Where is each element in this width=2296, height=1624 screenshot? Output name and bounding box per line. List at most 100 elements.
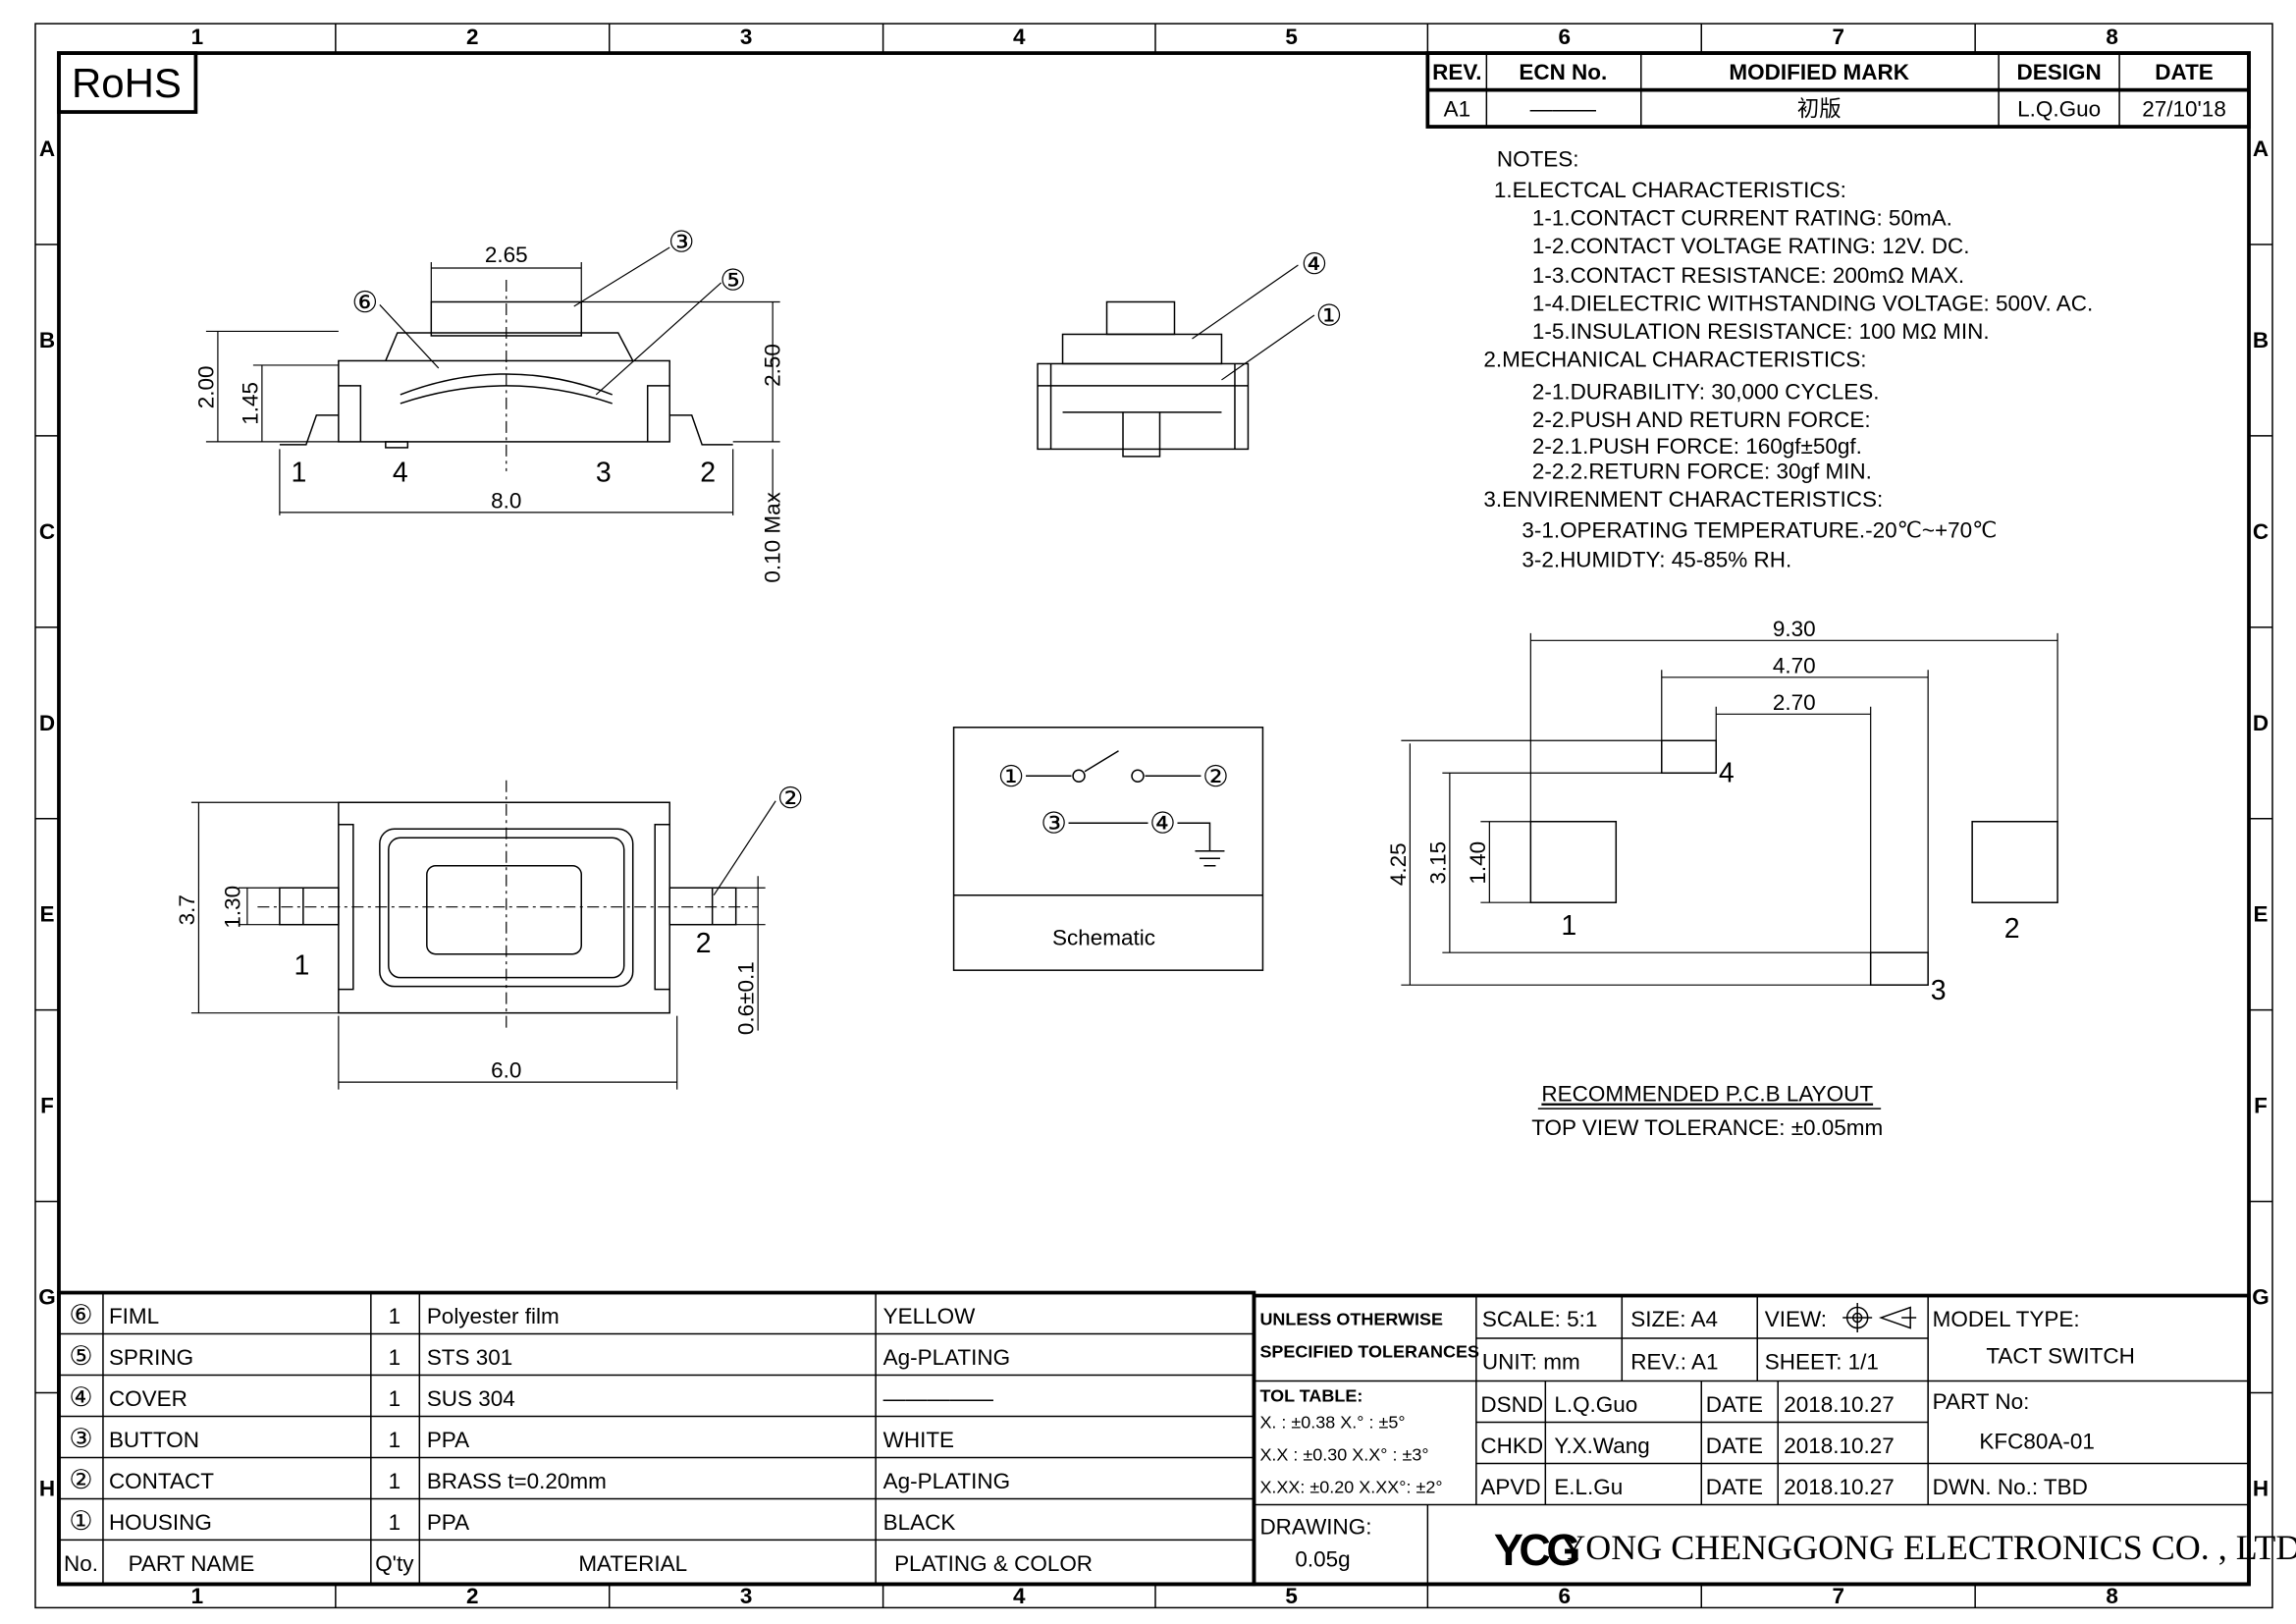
frame-column-marker: 1 xyxy=(191,25,204,49)
signature-cell: 2018.10.27 xyxy=(1784,1392,1895,1417)
frame-column-marker: 2 xyxy=(466,1584,479,1608)
bom-cell: 1 xyxy=(389,1386,401,1411)
schematic-label: Schematic xyxy=(1052,926,1155,950)
pad-label: 3 xyxy=(1931,975,1947,1006)
note-line: 2.MECHANICAL CHARACTERISTICS: xyxy=(1483,347,1866,371)
frame-row-marker: C xyxy=(39,519,55,544)
view-label: VIEW: xyxy=(1765,1307,1827,1331)
bom-cell: 1 xyxy=(389,1304,401,1328)
signature-cell: CHKD xyxy=(1480,1434,1543,1458)
sheet: SHEET: 1/1 xyxy=(1765,1350,1879,1375)
tol-row: X.X : ±0.30 X.X° : ±3° xyxy=(1259,1444,1428,1464)
frame-column-marker: 8 xyxy=(2106,1584,2118,1608)
model-type: TACT SWITCH xyxy=(1986,1344,2135,1369)
drawing-weight: 0.05g xyxy=(1295,1546,1350,1571)
node-4: ④ xyxy=(1149,808,1176,840)
bom-cell: SPRING xyxy=(109,1345,193,1370)
ecn-value: ——— xyxy=(1530,97,1597,122)
dim-label: 1.40 xyxy=(1466,841,1490,885)
bom-cell: FIML xyxy=(109,1304,159,1328)
dim-label: 0.6±0.1 xyxy=(734,961,759,1035)
bom-cell: SUS 304 xyxy=(427,1386,515,1411)
pin-label: 4 xyxy=(393,457,408,488)
bom-header: PLATING & COLOR xyxy=(894,1551,1093,1576)
frame-column-marker: 7 xyxy=(1832,1584,1844,1608)
node-1: ① xyxy=(998,761,1025,793)
bom-cell: WHITE xyxy=(883,1428,954,1452)
bom-cell: HOUSING xyxy=(109,1510,212,1535)
dim-label: 1.45 xyxy=(238,382,262,425)
signature-cell: DSND xyxy=(1480,1392,1543,1417)
modified-mark-header: MODIFIED MARK xyxy=(1729,60,1909,84)
rev-value: A1 xyxy=(1444,97,1471,122)
projection-symbol-icon xyxy=(1842,1303,1917,1333)
pin-label: 1 xyxy=(294,950,309,982)
bom-cell: 1 xyxy=(389,1510,401,1535)
signature-cell: DATE xyxy=(1706,1475,1763,1499)
dim-label: 4.70 xyxy=(1773,653,1816,677)
callout-button: ③ xyxy=(668,226,695,258)
date-value: 27/10'18 xyxy=(2142,97,2226,122)
rev-header: REV. xyxy=(1432,60,1481,84)
frame-row-marker: B xyxy=(39,328,55,352)
size: SIZE: A4 xyxy=(1630,1307,1718,1331)
part-no-label: PART No: xyxy=(1933,1389,2030,1414)
tol-table-label: TOL TABLE: xyxy=(1259,1385,1362,1405)
frame-row-marker: C xyxy=(2253,519,2269,544)
frame-column-marker: 6 xyxy=(1559,1584,1572,1608)
bom-cell: COVER xyxy=(109,1386,187,1411)
bom-cell: 1 xyxy=(389,1428,401,1452)
dim-label: 9.30 xyxy=(1773,617,1816,641)
note-line: 1-4.DIELECTRIC WITHSTANDING VOLTAGE: 500… xyxy=(1532,291,2093,315)
rohs-box xyxy=(57,51,198,114)
frame-column-marker: 4 xyxy=(1013,1584,1026,1608)
bom-cell: ⑤ xyxy=(69,1341,92,1371)
bom-cell: 1 xyxy=(389,1469,401,1493)
frame-row-marker: F xyxy=(2254,1094,2268,1118)
frame-row-marker: B xyxy=(2253,328,2269,352)
rev: REV.: A1 xyxy=(1630,1350,1718,1375)
dim-label: 3.7 xyxy=(175,894,199,925)
bom-cell: ③ xyxy=(69,1424,92,1453)
bom-cell: ② xyxy=(69,1465,92,1494)
pin-label: 2 xyxy=(696,928,712,959)
signature-cell: APVD xyxy=(1480,1475,1540,1499)
dim-label: 3.15 xyxy=(1425,841,1450,885)
company-logo: YCG xyxy=(1494,1525,1578,1575)
note-line: 1-3.CONTACT RESISTANCE: 200mΩ MAX. xyxy=(1532,263,1964,288)
frame-column-marker: 5 xyxy=(1285,1584,1298,1608)
dim-label: 2.70 xyxy=(1773,690,1816,715)
signature-cell: DATE xyxy=(1706,1434,1763,1458)
bom-cell: ⑥ xyxy=(69,1300,92,1329)
rohs-label: RoHS xyxy=(72,60,182,106)
callout-contact: ② xyxy=(777,783,804,815)
signature-cell: L.Q.Guo xyxy=(1554,1392,1637,1417)
bom-header: Q'ty xyxy=(375,1551,414,1576)
note-line: 3-1.OPERATING TEMPERATURE.-20℃~+70℃ xyxy=(1522,517,1997,542)
pad-label: 4 xyxy=(1719,757,1735,788)
note-line: 2-2.2.RETURN FORCE: 30gf MIN. xyxy=(1532,459,1872,483)
dim-label: 8.0 xyxy=(491,488,521,513)
note-line: 1.ELECTCAL CHARACTERISTICS: xyxy=(1494,178,1846,202)
signature-cell: DATE xyxy=(1706,1392,1763,1417)
callout-housing: ① xyxy=(1315,299,1342,332)
frame-row-marker: A xyxy=(2253,136,2269,161)
bom-cell: ① xyxy=(69,1506,92,1536)
modified-mark-value: 初版 xyxy=(1797,97,1842,122)
frame-row-marker: G xyxy=(38,1285,56,1310)
bom-cell: YELLOW xyxy=(883,1304,976,1328)
bom-header: MATERIAL xyxy=(578,1551,687,1576)
note-line: 1-1.CONTACT CURRENT RATING: 50mA. xyxy=(1532,206,1952,231)
dim-label: 2.00 xyxy=(193,366,218,409)
pcb-layout: 9.30 4.70 2.70 4.25 3.15 1.40 1 2 3 4 RE… xyxy=(1386,617,2058,1140)
frame-column-marker: 6 xyxy=(1559,25,1572,49)
note-line: 2-1.DURABILITY: 30,000 CYCLES. xyxy=(1532,379,1880,404)
tol-row: X. : ±0.38 X.° : ±5° xyxy=(1259,1412,1405,1432)
bom-header: PART NAME xyxy=(129,1551,255,1576)
frame-row-marker: H xyxy=(39,1476,55,1500)
frame-row-marker: H xyxy=(2253,1476,2269,1500)
frame-row-marker: G xyxy=(2252,1285,2269,1310)
front-view: ④ ① xyxy=(1037,248,1342,458)
bom-cell: ④ xyxy=(69,1382,92,1412)
